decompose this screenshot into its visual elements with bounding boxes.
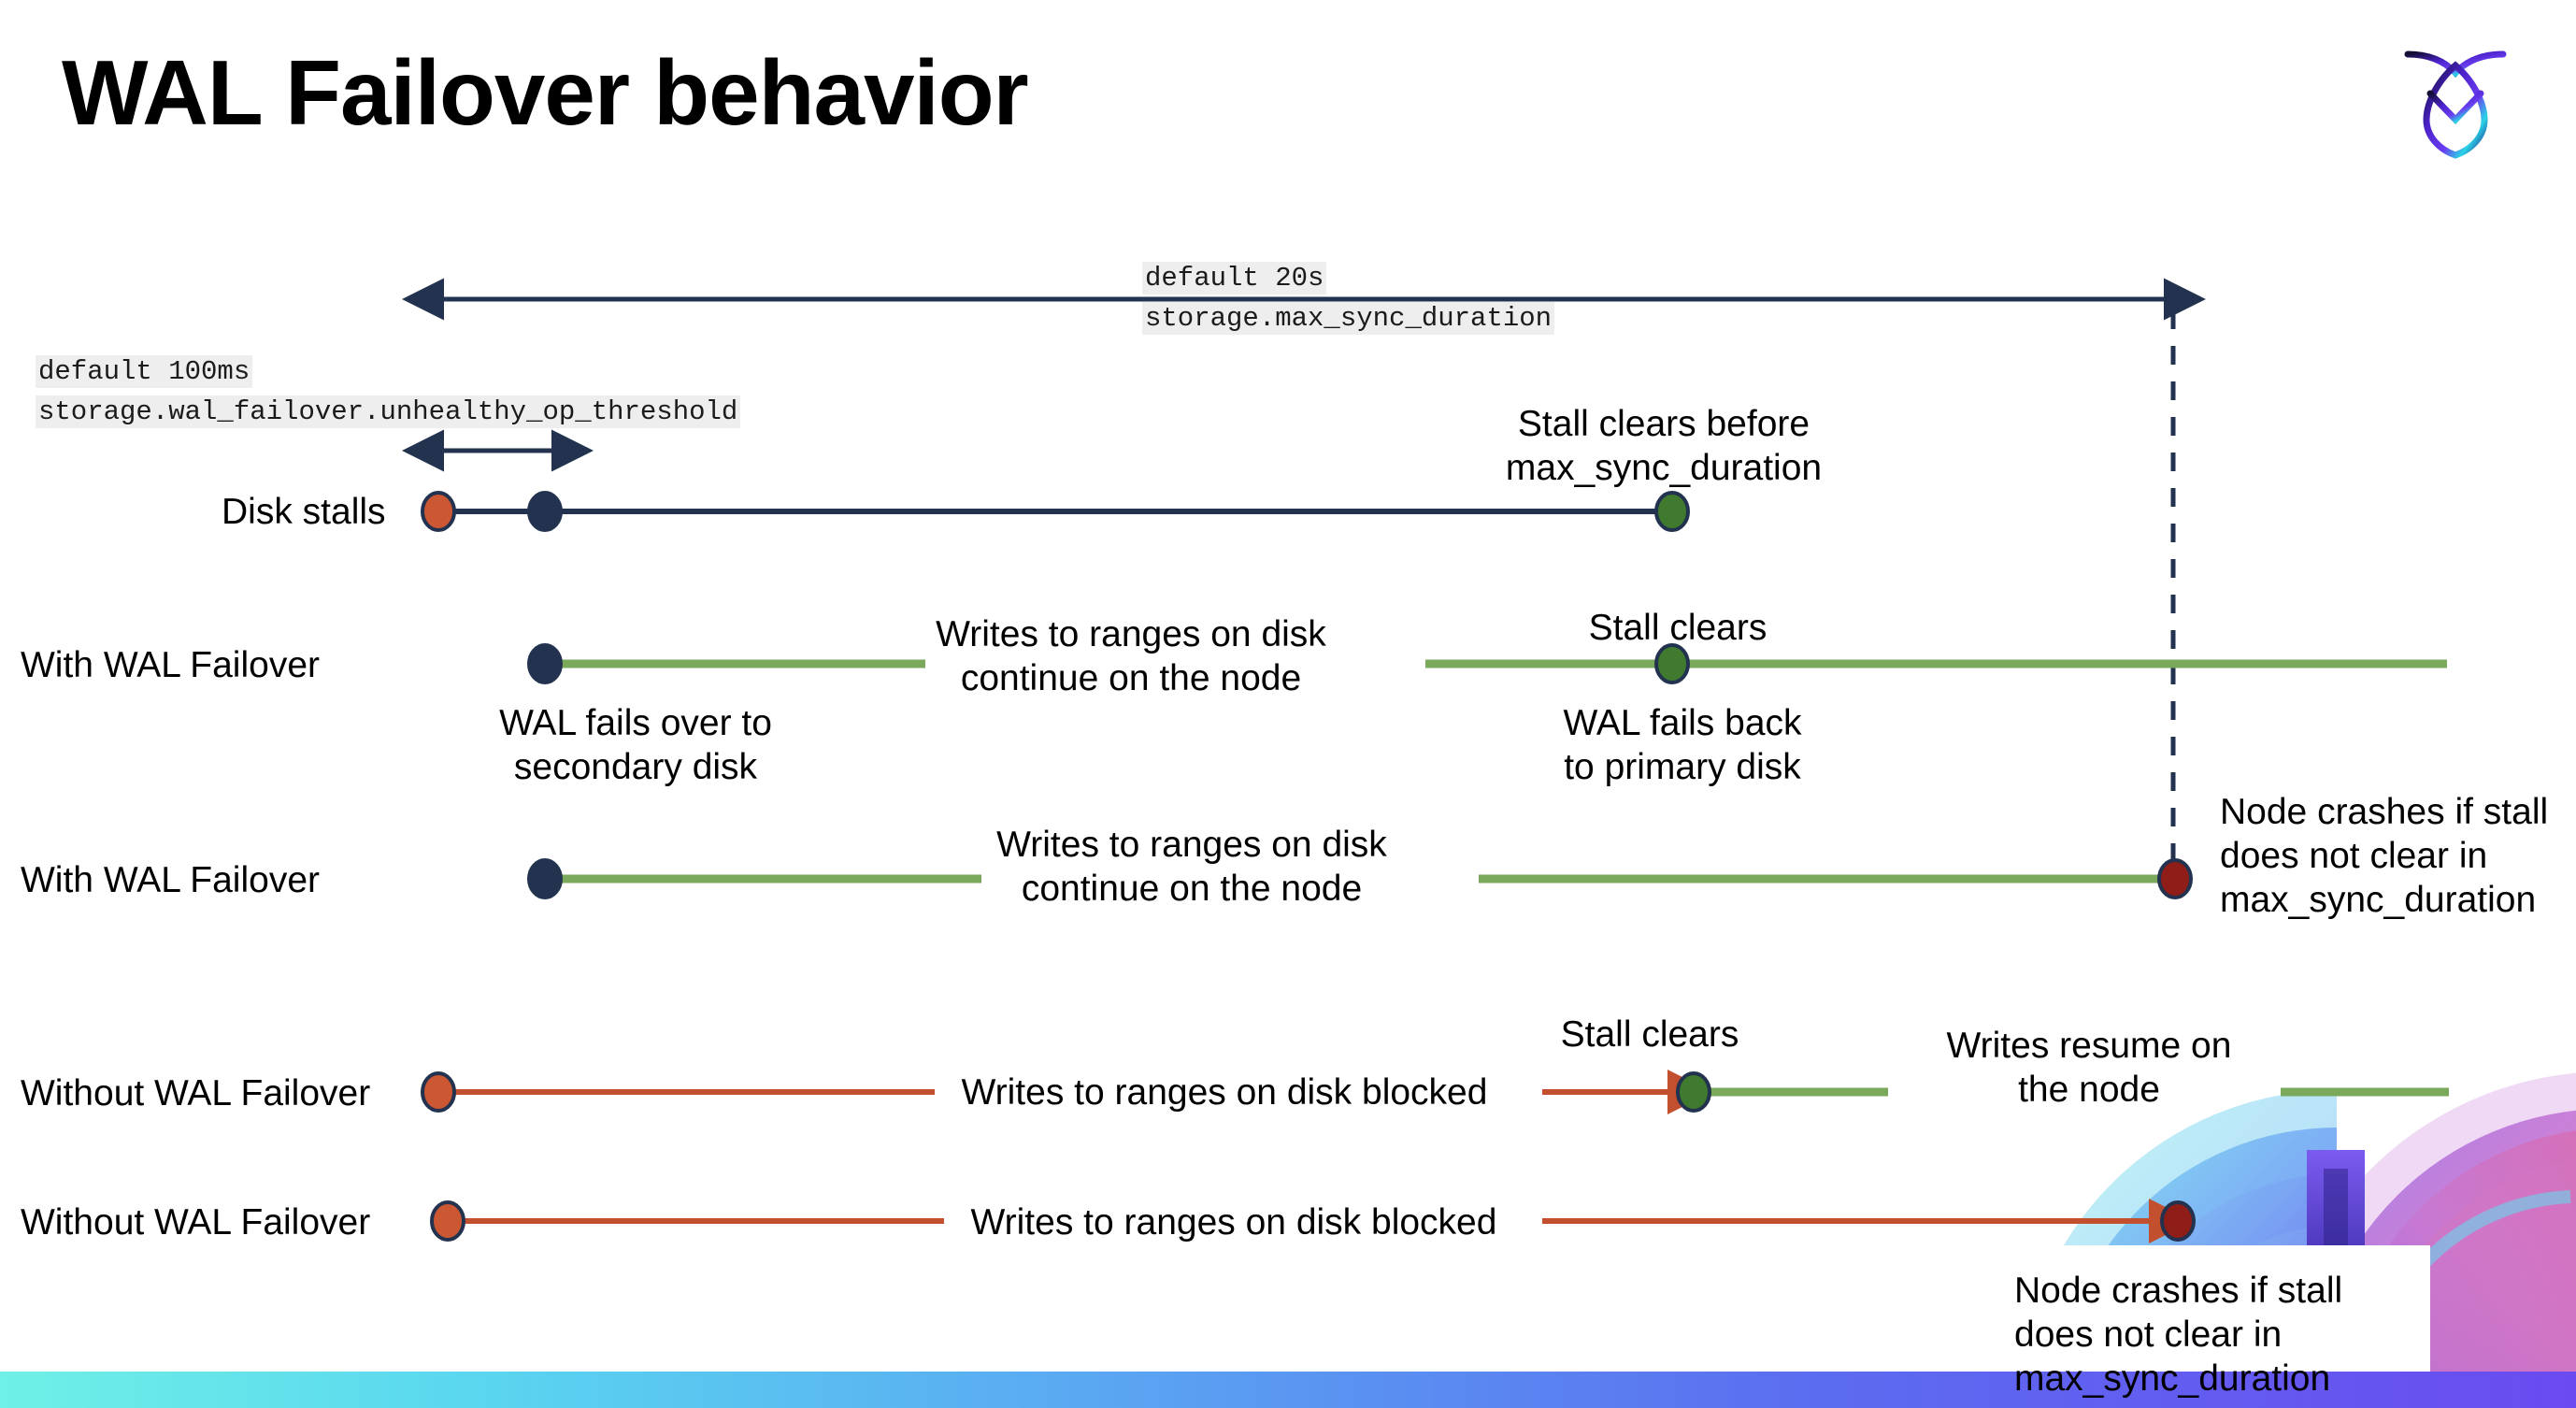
row-label-without-wal-failover-1: Without WAL Failover: [21, 1073, 371, 1113]
annotation-stall-clears-2: Stall clears: [1560, 1014, 1739, 1055]
annotation-writes-blocked-1: Writes to ranges on disk blocked: [961, 1072, 1488, 1113]
failover-marker: [527, 491, 563, 532]
annotation-stall-clears-1: Stall clears: [1588, 608, 1767, 648]
code-line-storage-wal-failover-unhealthy-op-threshold: storage.wal_failover.unhealthy_op_thresh…: [36, 395, 741, 428]
stall-start-marker: [421, 491, 456, 532]
stall-cleared-marker: [1654, 643, 1690, 684]
page-title: WAL Failover behavior: [62, 41, 1029, 144]
stall-start-marker: [421, 1071, 456, 1113]
cockroachdb-logo-icon: [2385, 26, 2526, 166]
code-line-default-100ms: default 100ms: [36, 355, 253, 388]
stall-cleared-marker: [1654, 491, 1690, 532]
stall-cleared-marker: [1676, 1071, 1711, 1113]
node-crash-marker: [2157, 858, 2193, 899]
annotation-writes-blocked-2: Writes to ranges on disk blocked: [970, 1202, 1497, 1243]
row-label-with-wal-failover-2: With WAL Failover: [21, 860, 320, 900]
row-without-wal-failover-1-track: [421, 1070, 2449, 1114]
code-line-default-20s: default 20s: [1142, 262, 1327, 295]
code-label-max-sync-duration: default 20s storage.max_sync_duration: [1142, 258, 1555, 338]
node-crash-marker: [2160, 1200, 2196, 1242]
failover-marker: [527, 643, 563, 684]
row-label-disk-stalls: Disk stalls: [222, 492, 386, 532]
row-disk-stalls-track: [421, 491, 1690, 532]
row-label-with-wal-failover-1: With WAL Failover: [21, 645, 320, 685]
row-with-wal-failover-1-track: [527, 643, 2447, 684]
stall-start-marker: [430, 1200, 465, 1242]
code-label-unhealthy-op-threshold: default 100ms storage.wal_failover.unhea…: [36, 352, 741, 432]
row-with-wal-failover-2-track: [527, 858, 2193, 899]
row-label-without-wal-failover-2: Without WAL Failover: [21, 1202, 371, 1243]
failover-marker: [527, 858, 563, 899]
code-line-storage-max-sync-duration: storage.max_sync_duration: [1142, 302, 1555, 335]
row-without-wal-failover-2-track: [430, 1199, 2196, 1243]
bottom-gradient-bar: [0, 1372, 2576, 1408]
